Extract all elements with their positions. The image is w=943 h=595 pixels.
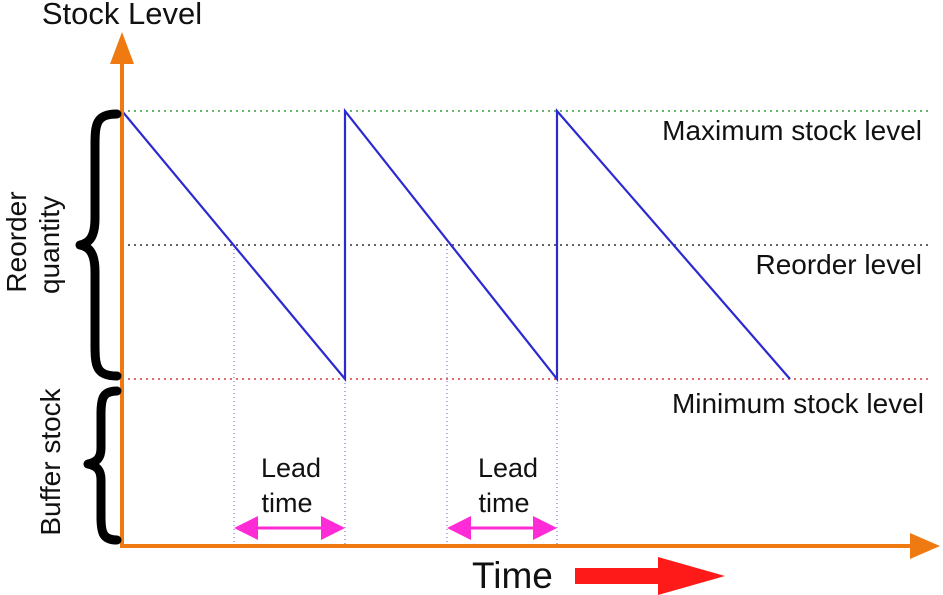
y-axis-label: Stock Level: [42, 0, 202, 31]
x-axis-label: Time: [472, 555, 553, 595]
x-axis-arrowhead: [910, 533, 940, 559]
buffer-stock-brace: [83, 386, 122, 545]
reorder-quantity-label-line2: quantity: [34, 196, 65, 294]
minimum-stock-label: Minimum stock level: [672, 388, 924, 419]
buffer-stock-label: Buffer stock: [35, 387, 66, 535]
lead-time-1-line1: Lead: [261, 453, 321, 483]
x-axis: [120, 533, 940, 559]
y-axis-arrowhead: [110, 32, 134, 64]
maximum-stock-label: Maximum stock level: [662, 115, 922, 146]
lead-time-2-line1: Lead: [478, 453, 538, 483]
reorder-quantity-label-line1: Reorder: [1, 191, 32, 292]
lead-time-2-line2: time: [478, 488, 529, 518]
lead-time-1-line2: time: [261, 488, 312, 518]
y-axis: [110, 32, 134, 548]
time-direction-arrow: [575, 557, 725, 595]
stock-level-line: [121, 107, 791, 383]
reorder-level-label: Reorder level: [755, 249, 922, 280]
reorder-quantity-brace: [75, 109, 122, 381]
